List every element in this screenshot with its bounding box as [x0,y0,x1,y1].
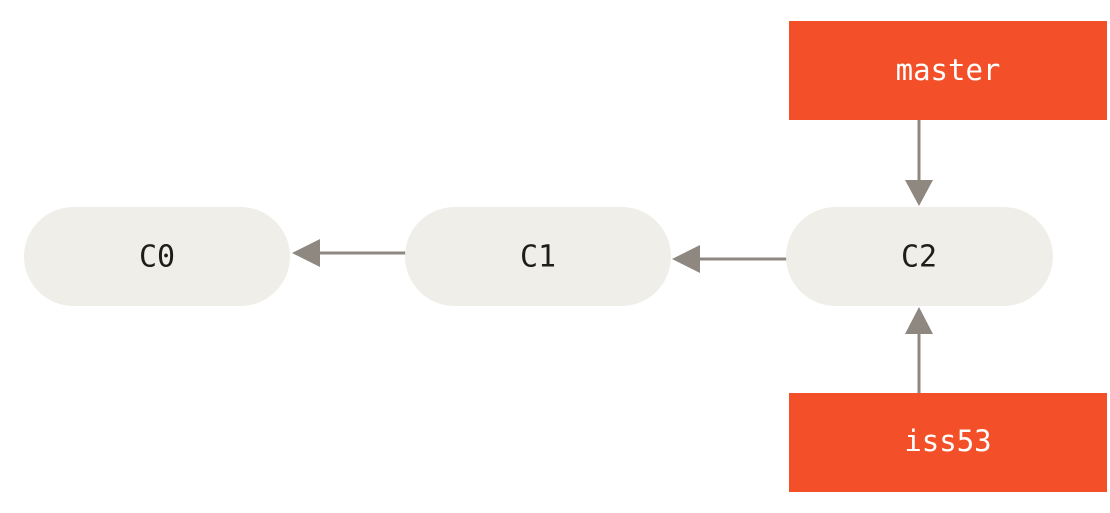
commit-c1: C1 [405,207,671,306]
commit-c0-node [24,207,290,306]
commit-c0: C0 [24,207,290,306]
commit-c2-label: C2 [901,240,937,275]
arrow-master-to-c2 [905,120,933,206]
commit-c1-label: C1 [520,240,556,275]
branch-iss53-box [789,393,1107,492]
arrow-iss53-to-c2 [905,307,933,393]
commit-c2: C2 [786,207,1053,306]
branch-iss53-label: iss53 [904,424,991,458]
commit-c0-label: C0 [139,240,175,275]
arrow-c1-to-c0 [292,239,406,267]
commit-c1-node [405,207,671,306]
branch-master: master [789,21,1107,120]
branch-master-box [789,21,1107,120]
branch-iss53: iss53 [789,393,1107,492]
arrow-c2-to-c1 [672,245,787,273]
commit-c2-node [786,207,1053,306]
branch-master-label: master [896,53,1001,87]
